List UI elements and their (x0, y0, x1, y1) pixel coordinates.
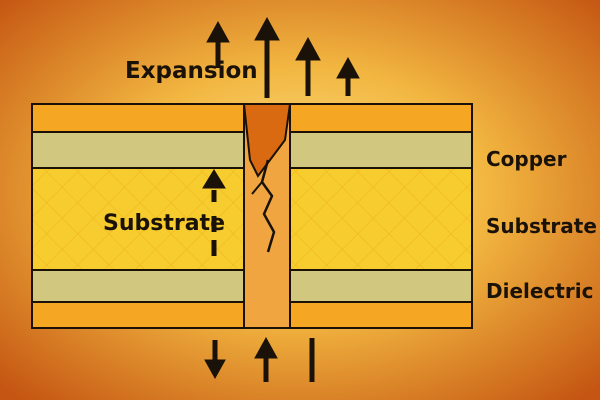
expansion-arrow-icon (202, 169, 226, 189)
left-top-copper-layer (31, 103, 245, 133)
substrate-center-label: Substrate (103, 211, 225, 236)
crack-branch (251, 181, 263, 195)
expansion-arrow-icon (254, 16, 280, 98)
expansion-arrow-icon (206, 20, 230, 68)
expansion-arrow-icon (336, 56, 360, 96)
expansion-arrows-top (206, 16, 360, 98)
expansion-arrow-icon (254, 336, 278, 382)
right-bottom-dielectric-layer (289, 269, 473, 303)
crack-opening (242, 103, 292, 178)
dielectric-label: Dielectric (486, 279, 593, 303)
expansion-label: Expansion (125, 58, 258, 84)
bottom-arrows (204, 336, 315, 382)
expansion-arrow-icon (295, 36, 321, 96)
right-bottom-copper-layer (289, 301, 473, 329)
substrate-expansion-arrow (202, 169, 226, 256)
substrate-label: Substrate (486, 214, 597, 238)
crack-icon (260, 159, 276, 253)
left-top-dielectric-layer (31, 131, 245, 169)
right-top-dielectric-layer (289, 131, 473, 169)
left-bottom-dielectric-layer (31, 269, 245, 303)
via-barrel (242, 103, 292, 329)
right-board (289, 103, 473, 329)
compression-arrow-icon (204, 340, 226, 380)
right-substrate-layer (289, 167, 473, 271)
left-bottom-copper-layer (31, 301, 245, 329)
right-top-copper-layer (289, 103, 473, 133)
copper-label: Copper (486, 147, 567, 171)
